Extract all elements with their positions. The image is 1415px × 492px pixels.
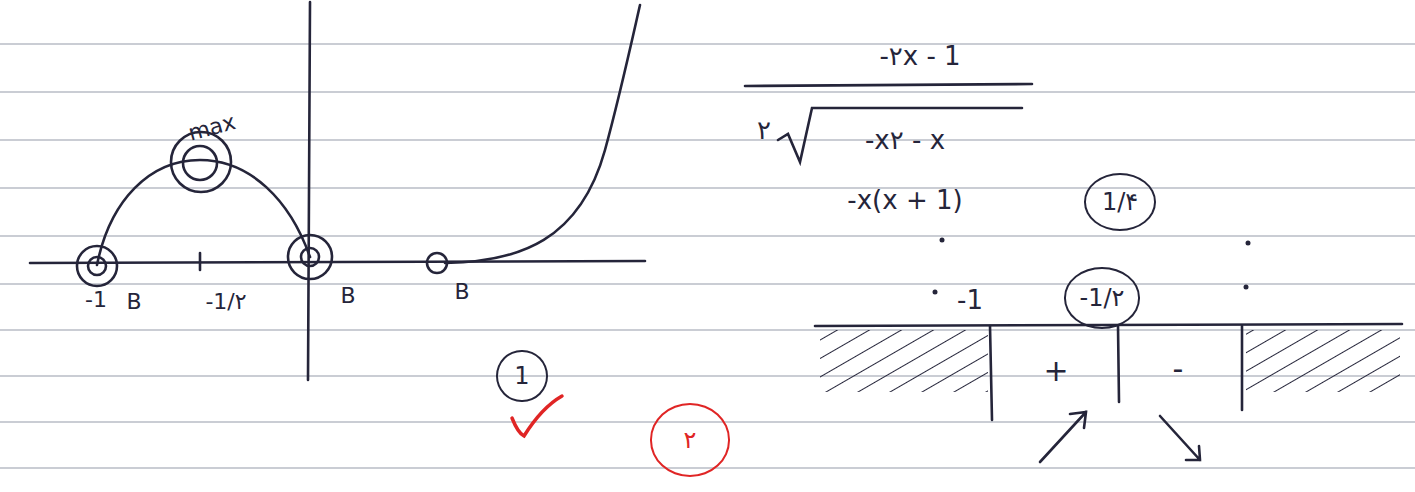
handwritten-note: -x۲ - x [865, 126, 945, 155]
handwritten-note: + [1043, 354, 1068, 387]
handwritten-note: B [340, 284, 355, 308]
check-mark [512, 396, 562, 436]
circled-note: -1/۲ [1064, 267, 1141, 329]
circled-note: 1/۴ [1084, 173, 1156, 231]
circled-note: 1 [496, 350, 547, 402]
handwritten-note: -x(x + 1) [847, 186, 962, 215]
handwritten-note: B [126, 290, 141, 314]
handwritten-note: -1 [957, 286, 983, 315]
circled-text: -1/۲ [1080, 285, 1125, 311]
circled-text: 1 [514, 363, 529, 389]
sign-chart [815, 324, 1402, 462]
ruled-lines [0, 44, 1415, 468]
handwritten-note: - [1173, 352, 1184, 385]
handwritten-note: -۲x - 1 [879, 42, 960, 71]
handwritten-note: max [186, 110, 239, 146]
circled-text: ۲ [684, 427, 697, 453]
circled-text: 1/۴ [1102, 189, 1138, 215]
handwritten-note: -1 [85, 288, 107, 312]
handwritten-note: ۲ [757, 116, 771, 145]
graph [30, 2, 1032, 380]
circled-note: ۲ [650, 403, 731, 477]
handwritten-note: B [454, 280, 469, 304]
handwritten-note: -1/۲ [205, 290, 246, 314]
